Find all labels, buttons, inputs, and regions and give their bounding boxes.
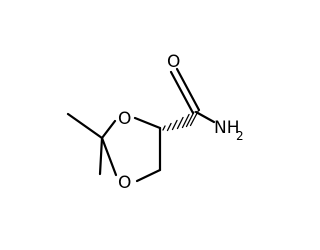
bond-c2-methyl-lower (98, 136, 104, 176)
atom-amide-nitrogen-subscript: 2 (236, 129, 244, 143)
bond-carbonyl-nitrogen (194, 110, 216, 124)
bond-c5-o-lower (135, 168, 162, 183)
bond-c2-methyl-left (66, 112, 104, 140)
molecule-structure: O O O NH 2 (66, 52, 244, 193)
structure-canvas: O O O NH 2 (66, 52, 244, 193)
atom-amide-nitrogen: NH (214, 118, 240, 138)
atom-ring-oxygen-lower: O (118, 173, 131, 193)
bond-carbonyl-double-b (175, 67, 201, 112)
bond-carbonyl-double-a (169, 70, 195, 115)
stereo-hashed-wedge (162, 108, 200, 132)
bond-o-upper-c4 (133, 116, 162, 130)
bond-c2-o-upper (100, 119, 117, 140)
atom-carbonyl-oxygen: O (167, 52, 180, 72)
bond-o-lower-c2 (100, 136, 118, 177)
atom-ring-oxygen-upper: O (118, 109, 131, 129)
